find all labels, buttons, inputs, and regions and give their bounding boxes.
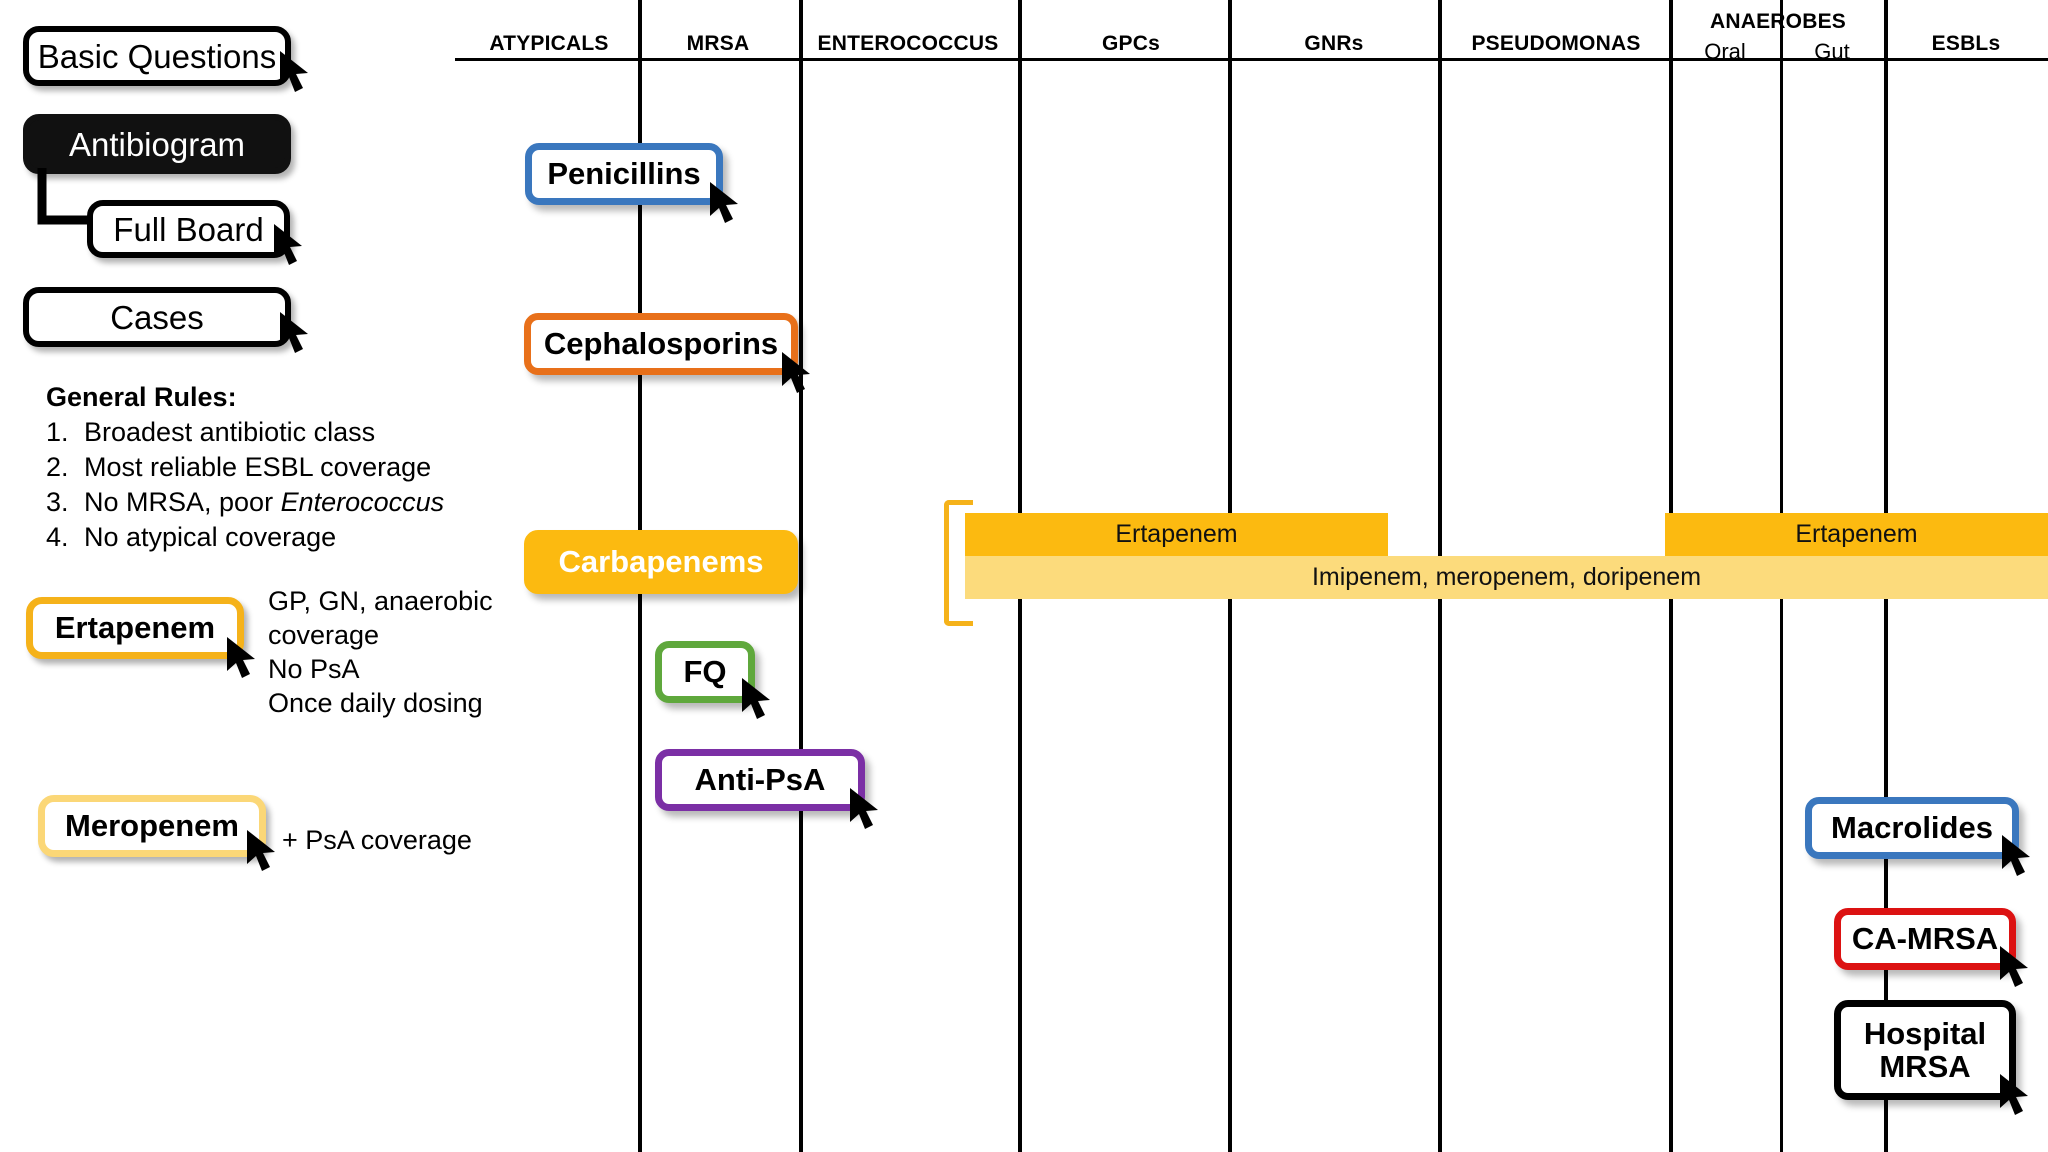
class-label-cephalosporins: Cephalosporins [543,326,779,361]
general-rules-block: General Rules: 1. Broadest antibiotic cl… [46,380,516,555]
column-divider-2 [799,0,803,1152]
rule-text-3: No MRSA, poor Enterococcus [84,487,445,517]
drug-button-meropenem[interactable]: Meropenem [38,795,266,857]
column-header-esbls: ESBLs [1931,32,2001,55]
drug-button-ertapenem[interactable]: Ertapenem [26,597,244,659]
class-box-ca-mrsa[interactable]: CA-MRSA [1834,908,2016,970]
drug-label-ertapenem: Ertapenem [54,610,216,645]
rule-number-4: 4. [46,522,69,552]
drug-note-ertapenem: GP, GN, anaerobic coverage No PsA Once d… [268,586,493,718]
rule-number-2: 2. [46,452,69,482]
column-header-gpcs: GPCs [1102,32,1160,55]
nav-label-full-board: Full Board [113,210,264,248]
rule-emphasis-enterococcus: Enterococcus [280,487,445,517]
column-subheader-oral: Oral [1704,39,1746,64]
general-rules-list: 1. Broadest antibiotic class 2. Most rel… [46,415,516,555]
nav-label-cases: Cases [110,298,204,336]
class-box-anti-psa[interactable]: Anti-PsA [655,749,865,811]
column-subheader-gut: Gut [1814,39,1850,64]
coverage-bar-label-imipenem: Imipenem, meropenem, doripenem [1311,563,1702,591]
coverage-bar-label-ertapenem-right: Ertapenem [1795,520,1918,548]
nav-button-cases[interactable]: Cases [23,287,291,347]
class-box-cephalosporins[interactable]: Cephalosporins [524,313,798,375]
rule-item-4: 4. No atypical coverage [46,520,516,555]
nav-button-antibiogram[interactable]: Antibiogram [23,114,291,174]
class-label-hospital-mrsa-line1: Hospital [1863,1015,1987,1051]
coverage-bar-ertapenem-left: Ertapenem [965,513,1388,556]
column-header-atypicals: ATYPICALS [489,32,609,55]
column-header-enterococcus: ENTEROCOCCUS [817,32,999,55]
rule-item-2: 2. Most reliable ESBL coverage [46,450,516,485]
nav-label-antibiogram: Antibiogram [68,125,246,163]
coverage-bar-imipenem-meropenem-doripenem: Imipenem, meropenem, doripenem [965,556,2048,599]
drug-label-meropenem: Meropenem [65,808,239,843]
column-header-gnrs: GNRs [1304,32,1364,55]
class-label-macrolides: Macrolides [1831,810,1993,845]
rule-text-1: Broadest antibiotic class [84,417,376,447]
class-label-carbapenems: Carbapenems [558,544,764,579]
class-label-fq: FQ [683,654,727,689]
drug-note-meropenem: + PsA coverage [282,825,472,855]
rule-number-1: 1. [46,417,69,447]
rule-item-3: 3. No MRSA, poor Enterococcus [46,485,516,520]
column-header-pseudomonas: PSEUDOMONAS [1471,32,1641,55]
nav-button-full-board[interactable]: Full Board [87,200,290,258]
rule-text-2: Most reliable ESBL coverage [84,452,432,482]
rule-text-4: No atypical coverage [84,522,337,552]
general-rules-heading: General Rules: [46,382,237,412]
nav-label-basic-questions: Basic Questions [37,37,277,75]
class-box-penicillins[interactable]: Penicillins [525,143,723,205]
coverage-bar-ertapenem-right: Ertapenem [1665,513,2048,556]
class-label-penicillins: Penicillins [547,156,701,191]
class-label-ca-mrsa: CA-MRSA [1851,921,1999,956]
nav-button-basic-questions[interactable]: Basic Questions [23,26,291,86]
class-label-anti-psa: Anti-PsA [694,762,826,797]
class-box-macrolides[interactable]: Macrolides [1805,797,2019,859]
rule-number-3: 3. [46,487,69,517]
header-rule [455,58,2048,61]
class-label-hospital-mrsa-line2: MRSA [1879,1049,1971,1084]
class-box-carbapenems[interactable]: Carbapenems [524,530,798,594]
rule-item-1: 1. Broadest antibiotic class [46,415,516,450]
class-box-fq[interactable]: FQ [655,641,755,703]
class-box-hospital-mrsa[interactable]: Hospital MRSA [1834,1000,2016,1100]
column-header-anaerobes: ANAEROBES [1710,10,1846,33]
column-header-mrsa: MRSA [686,32,750,55]
coverage-bar-label-ertapenem-left: Ertapenem [1115,520,1238,548]
carbapenem-coverage-bracket [944,500,973,626]
